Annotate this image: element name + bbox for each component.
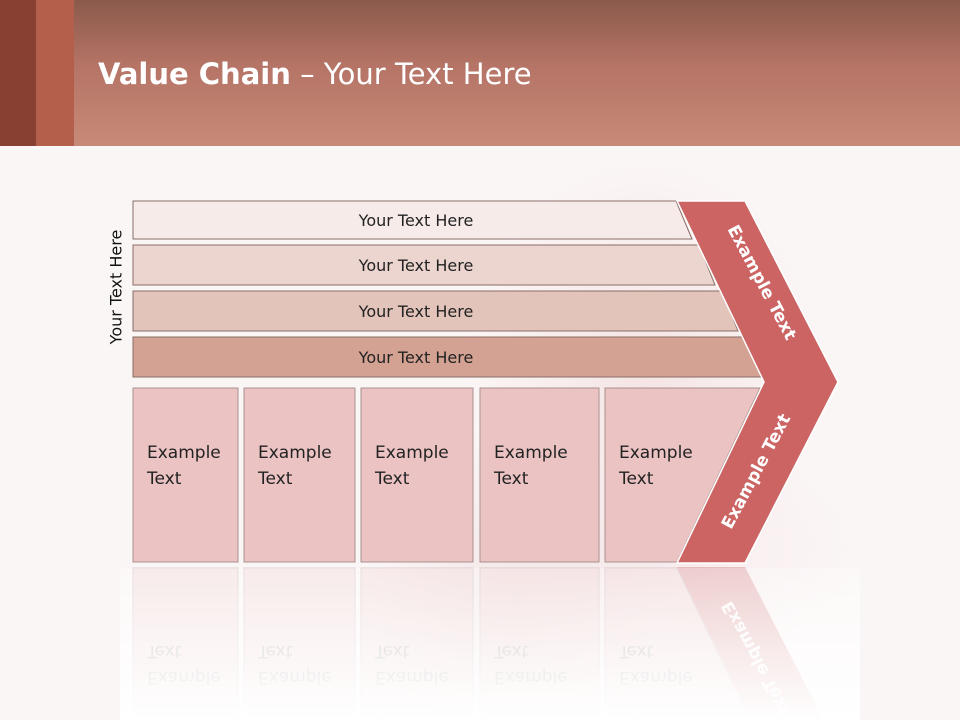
title-accent-bar-dark	[0, 0, 36, 146]
primary-column-label-line1: Example	[494, 443, 568, 463]
support-row-3	[132, 290, 739, 332]
slide-title-bold: Value Chain	[98, 57, 291, 91]
primary-column-label-line2: Text	[257, 469, 293, 489]
margin-chevron-shape	[675, 200, 839, 564]
support-row-label: Your Text Here	[358, 211, 474, 230]
title-bar: Value Chain – Your Text Here	[0, 0, 960, 146]
primary-column-label-line2: Text	[374, 469, 410, 489]
primary-column-label-line1: Example	[375, 443, 449, 463]
reflection-fade	[120, 568, 860, 720]
primary-column-label-line2: Text	[618, 469, 654, 489]
support-row-label: Your Text Here	[358, 348, 474, 367]
primary-column-3	[360, 387, 474, 563]
support-row-label: Your Text Here	[358, 302, 474, 321]
primary-column-4	[479, 387, 600, 563]
primary-column-label-line2: Text	[146, 469, 182, 489]
support-row-label: Your Text Here	[358, 256, 474, 275]
support-row-1	[132, 200, 693, 240]
support-row-2	[132, 244, 716, 286]
primary-column-1	[132, 387, 239, 563]
primary-column-label-line1: Example	[147, 443, 221, 463]
slide-title-rest: – Your Text Here	[290, 57, 532, 91]
primary-column-2	[243, 387, 356, 563]
slide-title: Value Chain – Your Text Here	[98, 52, 532, 96]
primary-column-label-line2: Text	[493, 469, 529, 489]
primary-column-label-line1: Example	[258, 443, 332, 463]
title-accent-bar-light	[36, 0, 74, 146]
primary-column-label-line1: Example	[619, 443, 693, 463]
